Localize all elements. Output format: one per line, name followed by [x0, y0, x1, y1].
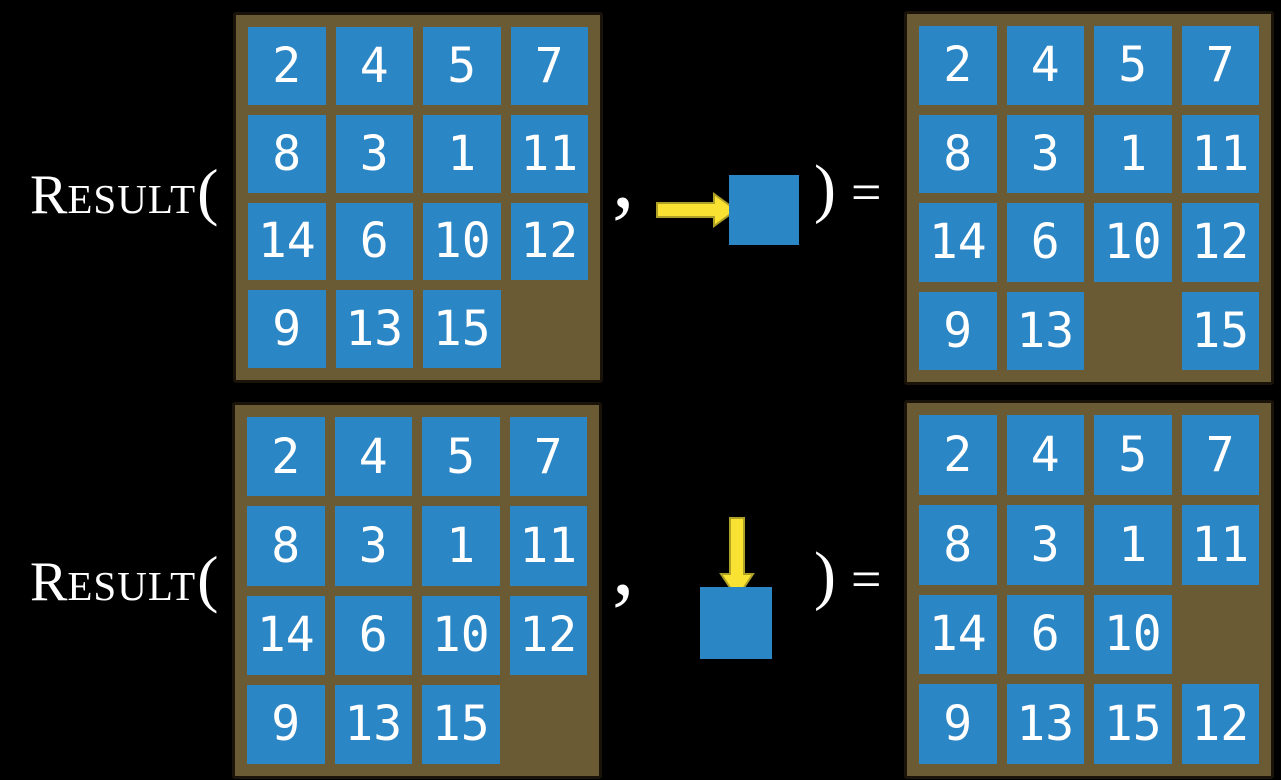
- puzzle-tile: 14: [247, 595, 325, 675]
- equals-sign: =: [850, 549, 882, 609]
- puzzle-tile: 10: [423, 202, 501, 281]
- puzzle-tile: 13: [1006, 291, 1084, 370]
- open-paren: (: [197, 156, 219, 227]
- puzzle-tile: 14: [919, 203, 997, 282]
- function-lead-cap: R: [30, 551, 68, 613]
- puzzle-tile: 9: [247, 684, 325, 764]
- puzzle-tile: 12: [1181, 203, 1259, 282]
- puzzle-tile: 5: [422, 417, 500, 497]
- close-paren: ): [814, 539, 836, 612]
- puzzle-tile: 13: [1006, 684, 1084, 764]
- puzzle-tile: 3: [335, 114, 413, 193]
- equals-sign: =: [850, 162, 882, 222]
- puzzle-tile: 5: [423, 27, 501, 105]
- puzzle-tile: 7: [1181, 415, 1259, 495]
- result-function-label: R ESULT (: [30, 160, 218, 224]
- result-function-label: R ESULT (: [30, 547, 218, 611]
- puzzle-tile: 1: [422, 506, 500, 586]
- empty-cell: [510, 685, 588, 764]
- puzzle-tile: 11: [510, 114, 588, 193]
- puzzle-tile: 12: [1181, 684, 1259, 764]
- puzzle-tile: 5: [1094, 415, 1172, 495]
- puzzle-tile: 9: [919, 291, 997, 370]
- puzzle-tile: 5: [1094, 26, 1172, 105]
- puzzle-tile: 14: [248, 202, 326, 281]
- puzzle-tile: 9: [919, 684, 997, 764]
- close-paren-equals: ) =: [814, 543, 881, 609]
- puzzle-tile: 8: [919, 504, 997, 585]
- puzzle-tile: 6: [1006, 203, 1084, 282]
- puzzle-tile: 3: [334, 506, 412, 586]
- puzzle-tile: 12: [510, 202, 588, 281]
- puzzle-tile: 4: [1006, 415, 1084, 495]
- puzzle-tile: 15: [423, 290, 501, 368]
- puzzle-tile: 7: [509, 417, 587, 497]
- function-lead-cap: R: [30, 164, 68, 226]
- puzzle-tile: 8: [919, 114, 997, 193]
- puzzle-tile: 11: [509, 506, 587, 586]
- puzzle-tile: 12: [509, 595, 587, 675]
- puzzle-tile: 6: [1006, 594, 1084, 675]
- puzzle-tile: 1: [423, 114, 501, 193]
- comma-separator: ,: [612, 515, 635, 614]
- empty-cell: [1182, 595, 1260, 675]
- puzzle-tile: 13: [335, 290, 413, 368]
- puzzle-tile: 11: [1181, 114, 1259, 193]
- puzzle-tile: 1: [1094, 504, 1172, 585]
- puzzle-tile: 6: [334, 595, 412, 675]
- puzzle-tile: 10: [1094, 594, 1172, 675]
- puzzle-tile: 14: [919, 594, 997, 675]
- puzzle-tile: 10: [1094, 203, 1172, 282]
- puzzle-tile: 3: [1006, 504, 1084, 585]
- puzzle-tile: 4: [335, 27, 413, 105]
- close-paren: ): [814, 152, 836, 225]
- blank-tile: [729, 175, 799, 245]
- comma-separator: ,: [612, 128, 635, 227]
- move-down-arrow-icon: [719, 517, 755, 600]
- puzzle-tile: 7: [1181, 26, 1259, 105]
- blank-tile: [700, 587, 772, 659]
- puzzle-tile: 15: [422, 684, 500, 764]
- puzzle-tile: 2: [919, 26, 997, 105]
- puzzle-tile: 1: [1094, 114, 1172, 193]
- puzzle-tile: 3: [1006, 114, 1084, 193]
- puzzle-tile: 4: [334, 417, 412, 497]
- puzzle-tile: 11: [1181, 504, 1259, 585]
- open-paren: (: [197, 543, 219, 614]
- puzzle-tile: 8: [247, 506, 325, 586]
- puzzle-tile: 15: [1181, 291, 1259, 370]
- puzzle-tile: 2: [247, 417, 325, 497]
- puzzle-tile: 9: [248, 290, 326, 368]
- puzzle-tile: 2: [919, 415, 997, 495]
- puzzle-tile: 6: [335, 202, 413, 281]
- puzzle-tile: 4: [1006, 26, 1084, 105]
- move-right-arrow-icon: [656, 192, 738, 228]
- puzzle-tile: 13: [334, 684, 412, 764]
- puzzle-tile: 10: [422, 595, 500, 675]
- close-paren-equals: ) =: [814, 156, 881, 222]
- function-small-caps: ESULT: [67, 563, 197, 609]
- function-small-caps: ESULT: [67, 176, 197, 222]
- puzzle-tile: 8: [248, 114, 326, 193]
- puzzle-tile: 7: [510, 27, 588, 105]
- puzzle-tile: 15: [1094, 684, 1172, 764]
- puzzle-tile: 2: [248, 27, 326, 105]
